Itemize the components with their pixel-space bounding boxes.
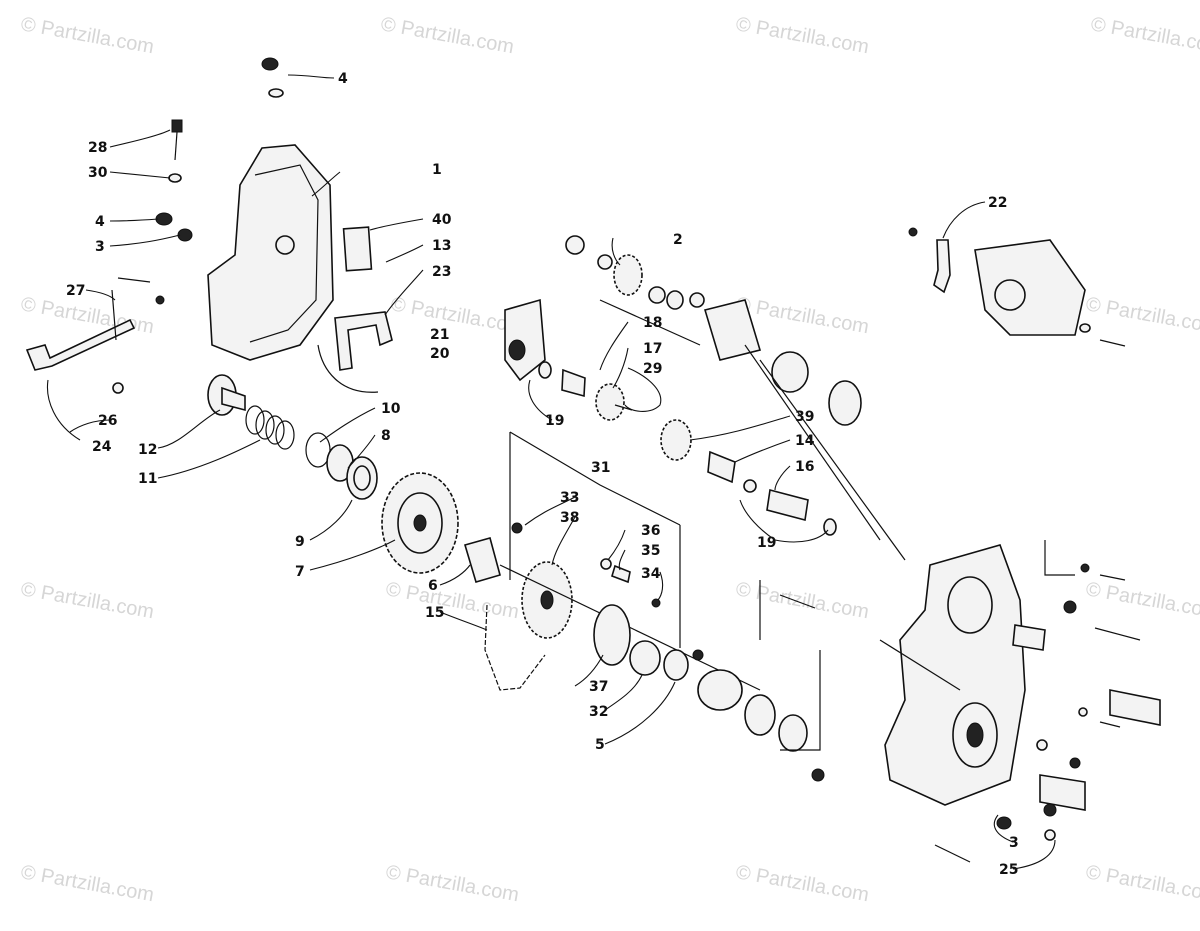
watermark: © Partzilla.com [734, 578, 871, 623]
callout-2: 2 [673, 232, 683, 248]
callout-9: 9 [295, 534, 305, 550]
callout-22: 22 [988, 195, 1007, 211]
callout-36: 36 [641, 523, 660, 539]
callout-16: 16 [795, 459, 814, 475]
watermark: © Partzilla.com [19, 293, 156, 338]
spring [245, 405, 295, 450]
callout-13: 13 [432, 238, 451, 254]
callout-3b: 3 [1009, 835, 1019, 851]
callout-28: 28 [88, 140, 107, 156]
watermark: © Partzilla.com [734, 861, 871, 906]
callout-8: 8 [381, 428, 391, 444]
callout-29: 29 [643, 361, 662, 377]
watermark: © Partzilla.com [19, 578, 156, 623]
callout-3: 3 [95, 239, 105, 255]
callout-12: 12 [138, 442, 157, 458]
callout-11: 11 [138, 471, 157, 487]
watermark: © Partzilla.com [1084, 861, 1200, 906]
callout-5: 5 [595, 737, 605, 753]
chaincase-cover [207, 144, 334, 361]
watermark: © Partzilla.com [384, 861, 521, 906]
watermark: © Partzilla.com [1084, 293, 1200, 338]
gasket-40 [342, 226, 373, 272]
group-bracket-31 [509, 431, 681, 648]
callout-18: 18 [643, 315, 662, 331]
callout-19b: 19 [757, 535, 776, 551]
parts [25, 57, 1161, 863]
callout-6: 6 [428, 578, 438, 594]
callout-31: 31 [591, 460, 610, 476]
callout-38: 38 [560, 510, 579, 526]
callout-4: 4 [338, 71, 348, 87]
callout-25: 25 [999, 862, 1018, 878]
callout-20: 20 [430, 346, 450, 362]
sprocket-2 [613, 254, 643, 296]
callout-14: 14 [795, 433, 815, 449]
callout-33: 33 [560, 490, 579, 506]
watermark: © Partzilla.com [1084, 578, 1200, 623]
callout-10: 10 [381, 401, 401, 417]
callout-26: 26 [98, 413, 117, 429]
callout-39: 39 [795, 409, 814, 425]
callout-34: 34 [641, 566, 661, 582]
callout-37: 37 [589, 679, 608, 695]
callout-21: 21 [430, 327, 449, 343]
callout-1: 1 [432, 162, 442, 178]
watermark: © Partzilla.com [379, 13, 516, 58]
callout-23: 23 [432, 264, 451, 280]
callout-17: 17 [643, 341, 662, 357]
callout-15: 15 [425, 605, 444, 621]
callout-27: 27 [66, 283, 85, 299]
watermark: © Partzilla.com [1089, 13, 1200, 58]
callouts: 4 1 28 30 4 3 40 13 23 27 26 24 12 11 10… [66, 71, 1019, 878]
watermark: © Partzilla.com [19, 861, 156, 906]
leader-lines [46, 74, 1056, 870]
chain [484, 604, 546, 691]
callout-40: 40 [432, 212, 452, 228]
callout-7: 7 [295, 564, 305, 580]
watermark: © Partzilla.com [734, 13, 871, 58]
callout-35: 35 [641, 543, 660, 559]
callout-19: 19 [545, 413, 564, 429]
callout-24: 24 [92, 439, 112, 455]
callout-4b: 4 [95, 214, 105, 230]
callout-30: 30 [88, 165, 108, 181]
callout-32: 32 [589, 704, 608, 720]
watermark: © Partzilla.com [19, 13, 156, 58]
